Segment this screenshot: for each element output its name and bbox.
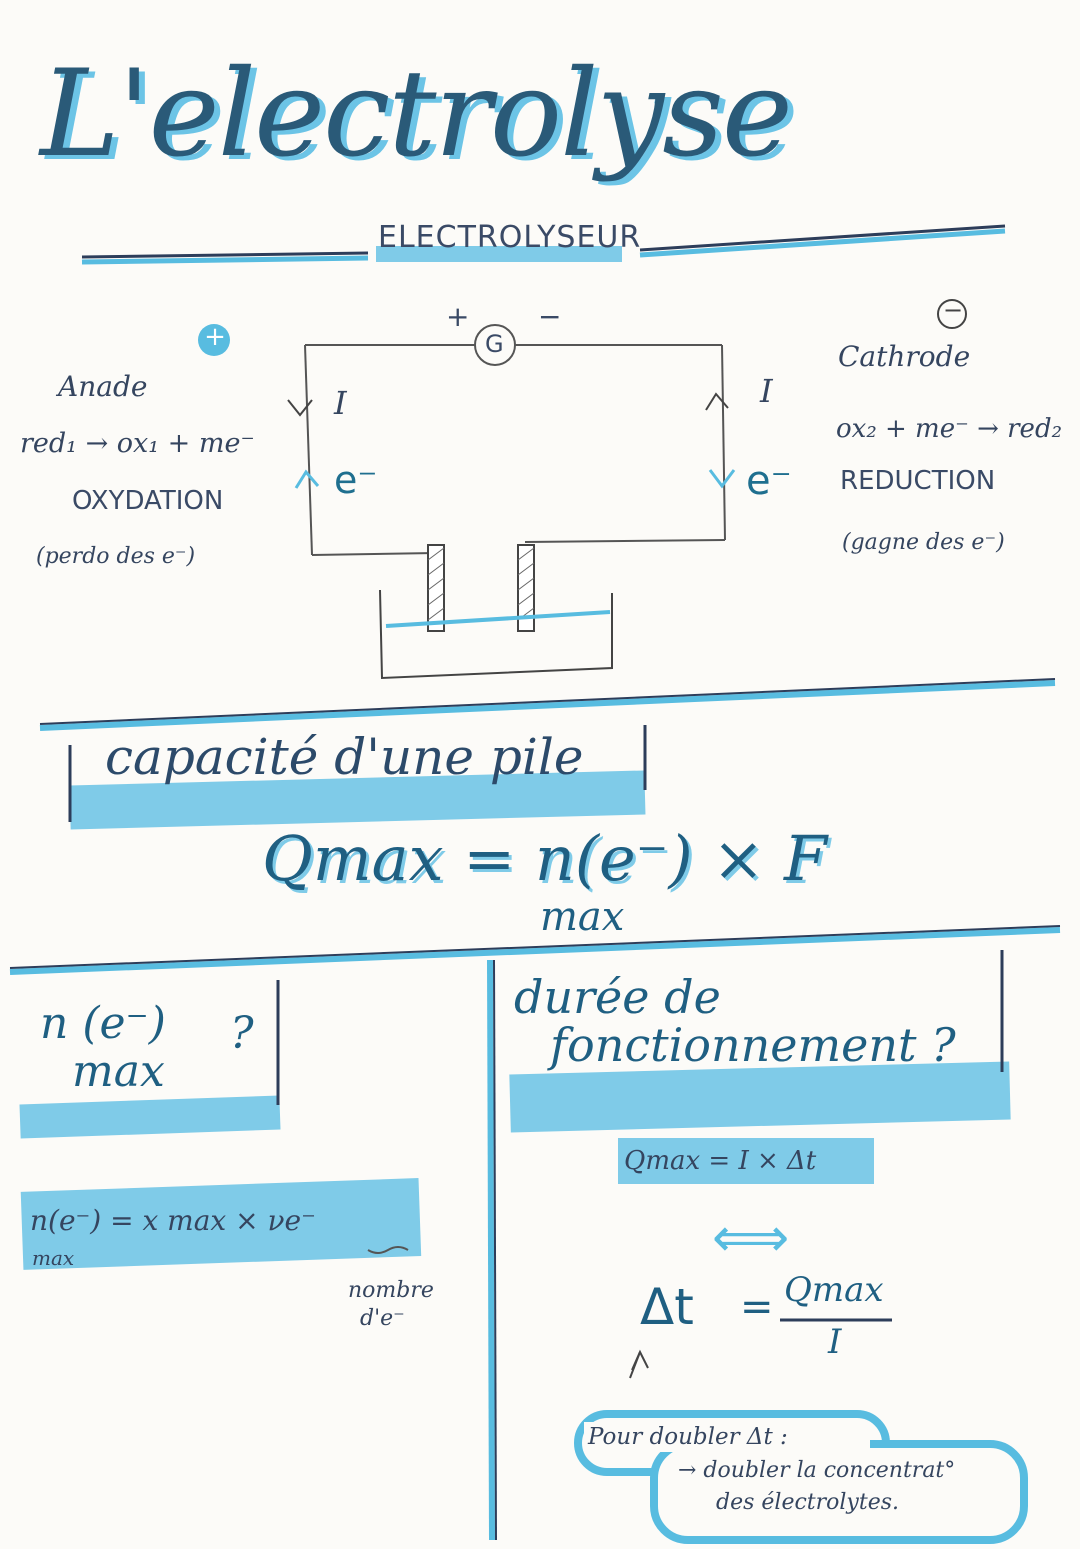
- left-question-line1: n (e⁻): [40, 998, 166, 1049]
- electron-left-label: e⁻: [334, 458, 378, 502]
- current-left-label: I: [334, 384, 347, 422]
- note-line-3: des électrolytes.: [716, 1490, 899, 1515]
- right-question-line1: durée de: [514, 970, 721, 1024]
- electron-right-label: e⁻: [746, 458, 792, 504]
- current-right-label: I: [760, 372, 773, 410]
- anode-process: OXYDATION: [72, 486, 224, 516]
- left-question-mark: ?: [230, 1008, 254, 1059]
- delta-t: Δt: [640, 1278, 694, 1336]
- anode-sign: +: [204, 322, 226, 352]
- capacity-formula: Qmax = n(e⁻) × F: [262, 822, 828, 895]
- equals-sign: =: [740, 1284, 774, 1330]
- capacity-heading: capacité d'une pile: [105, 728, 584, 786]
- fraction-denominator: I: [828, 1322, 842, 1362]
- left-formula: n(e⁻) = x max × νe⁻: [30, 1204, 316, 1237]
- generator-plus: +: [446, 300, 470, 333]
- anode-label: Anade: [58, 370, 148, 403]
- cathode-note: (gagne des e⁻): [842, 530, 1005, 555]
- right-formula-1: Qmax = I × Δt: [624, 1146, 817, 1176]
- capacity-formula-subscript: max: [540, 894, 625, 940]
- page-title: L'electrolyse: [40, 45, 793, 184]
- cathode-process: REDUCTION: [840, 466, 996, 496]
- note-line-1: Pour doubler Δt :: [588, 1424, 788, 1450]
- fraction-numerator: Qmax: [784, 1270, 884, 1310]
- note-line-2: → doubler la concentrat°: [678, 1458, 956, 1483]
- left-annotation-line1: nombre: [348, 1278, 434, 1303]
- generator-label: G: [485, 330, 504, 358]
- cathode-equation: ox₂ + me⁻ → red₂: [836, 414, 1063, 444]
- left-annotation-line2: d'e⁻: [360, 1306, 405, 1331]
- generator-minus: −: [538, 300, 562, 333]
- left-question-line2: max: [72, 1046, 165, 1097]
- anode-equation: red₁ → ox₁ + me⁻: [20, 428, 255, 459]
- equivalence-arrow-icon: ⟺: [712, 1206, 790, 1269]
- right-question-line2: fonctionnement ?: [550, 1018, 956, 1072]
- left-formula-subscript: max: [32, 1246, 75, 1270]
- cathode-label: Cathrode: [838, 340, 971, 373]
- section-title: ELECTROLYSEUR: [378, 220, 642, 255]
- anode-note: (perdo des e⁻): [36, 544, 196, 569]
- cathode-sign: −: [942, 296, 964, 324]
